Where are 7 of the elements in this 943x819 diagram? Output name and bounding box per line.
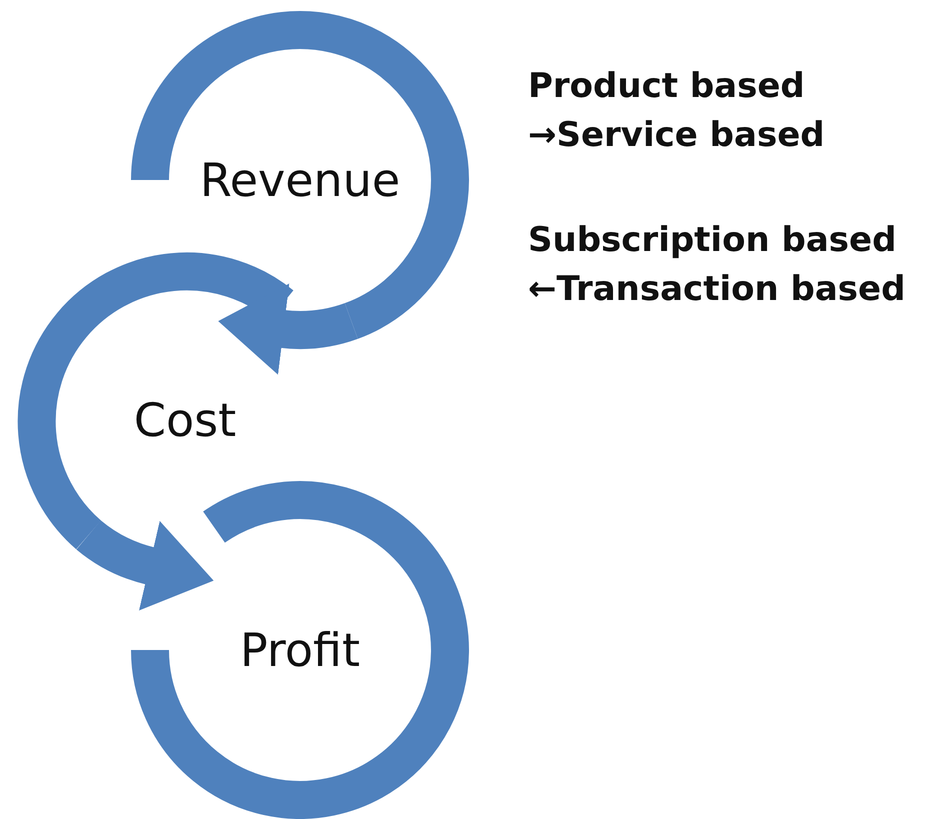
node-label: Revenue [200,153,400,207]
node-label: Cost [134,393,236,447]
curved-arrow [218,283,357,375]
node-label: Profit [240,623,360,677]
curved-arrow [77,520,213,610]
note-text: Product based →Service based [528,65,826,158]
note-text: Subscription based ←Transaction based [528,219,906,312]
